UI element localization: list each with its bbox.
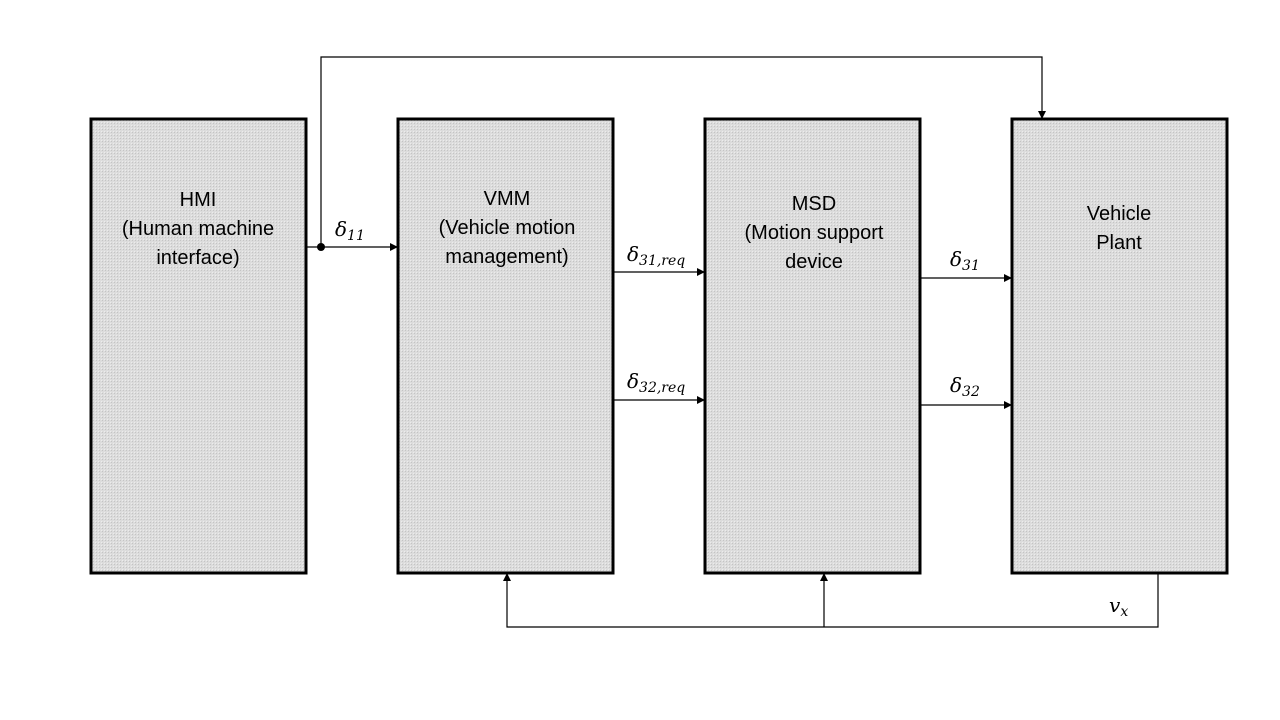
msd-block: MSD (Motion support device bbox=[703, 117, 922, 575]
vehicle-plant-block: Vehicle Plant bbox=[1010, 117, 1229, 575]
signal-delta-11: δ11 bbox=[335, 217, 365, 244]
signal-delta-32: δ32 bbox=[950, 373, 980, 400]
msd-subtitle-line1: (Motion support bbox=[745, 222, 884, 244]
vmm-block: VMM (Vehicle motion management) bbox=[396, 117, 615, 575]
signal-delta-32-req: δ32,req bbox=[627, 369, 685, 396]
feedforward-to-plant-arrow bbox=[320, 56, 1046, 247]
hmi-subtitle-line2: interface) bbox=[156, 247, 239, 269]
vmm-title: VMM bbox=[484, 188, 531, 210]
vmm-subtitle-line1: (Vehicle motion bbox=[439, 217, 576, 239]
hmi-subtitle-line1: (Human machine bbox=[122, 218, 274, 240]
plant-title-line1: Vehicle bbox=[1087, 203, 1152, 225]
vmm-subtitle-line2: management) bbox=[445, 246, 568, 268]
signal-vx: vx bbox=[1109, 593, 1128, 620]
signal-delta-31: δ31 bbox=[950, 247, 980, 274]
signal-delta-31-req: δ31,req bbox=[627, 242, 685, 269]
hmi-title: HMI bbox=[180, 189, 217, 211]
hmi-block: HMI (Human machine interface) bbox=[89, 117, 308, 575]
vx-feedback-line bbox=[503, 573, 1159, 628]
plant-title-line2: Plant bbox=[1096, 232, 1142, 254]
msd-title: MSD bbox=[792, 193, 836, 215]
msd-subtitle-line2: device bbox=[785, 251, 843, 273]
